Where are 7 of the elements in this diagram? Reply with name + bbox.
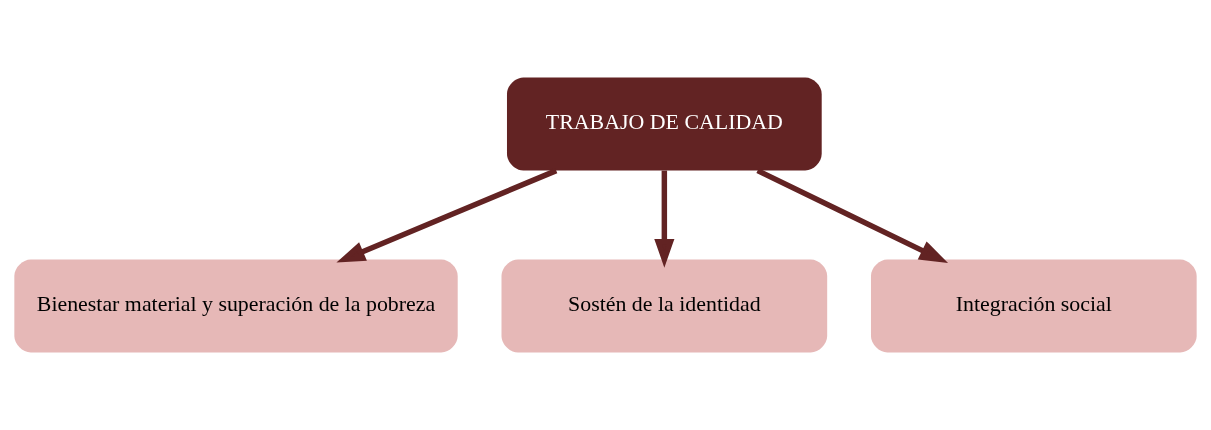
node-box: TRABAJO DE CALIDAD <box>506 77 822 171</box>
node-box: Sostén de la identidad <box>501 259 828 353</box>
arrow <box>654 170 675 268</box>
node-box: Integración social <box>870 259 1197 353</box>
arrow <box>336 168 558 263</box>
arrow <box>756 168 949 264</box>
node-box: Bienestar material y superación de la pobreza <box>14 259 458 353</box>
